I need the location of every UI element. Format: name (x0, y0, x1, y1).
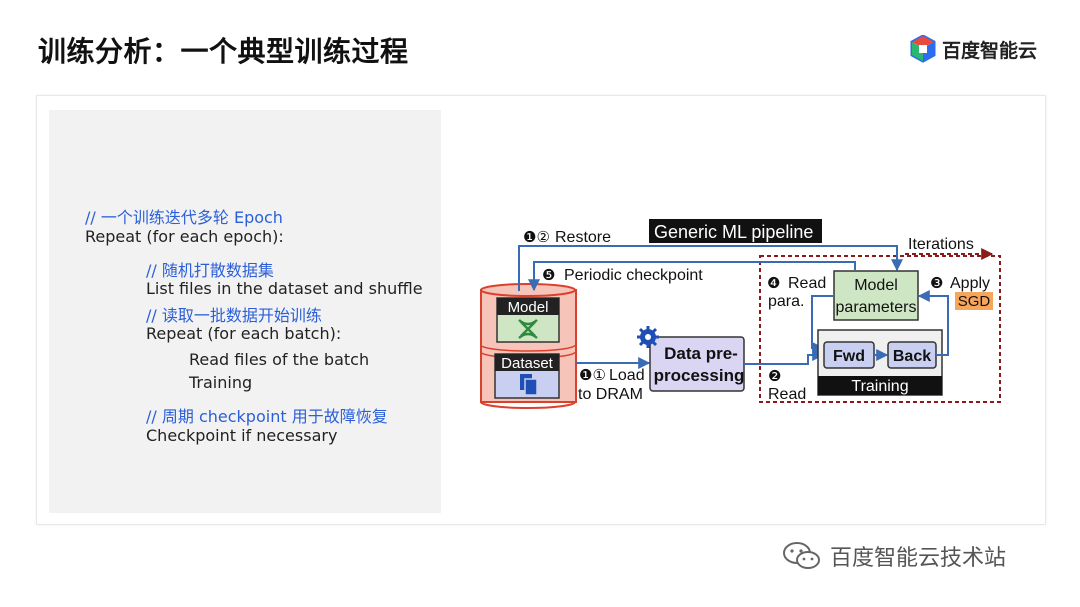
load-step-number: ❶① (579, 367, 606, 384)
code-comment-shuffle: // 随机打散数据集 (146, 261, 274, 280)
periodic-label: Periodic checkpoint (564, 267, 703, 284)
preprocessing-label-2: processing (654, 366, 745, 385)
watermark-text: 百度智能云技术站 (830, 546, 1007, 571)
code-training: Training (189, 373, 253, 392)
restore-arrow (518, 245, 903, 291)
periodic-checkpoint-arrow (528, 261, 856, 292)
read-step-number: ❷ (768, 368, 781, 385)
code-repeat-batch: Repeat (for each batch): (146, 324, 342, 343)
model-label: Model (508, 299, 549, 316)
ml-pipeline-diagram: Iterations Generic ML pipeline Model Dat… (480, 219, 1001, 409)
apply-sgd-arrow (917, 290, 949, 356)
preprocessing-label-1: Data pre- (664, 344, 738, 363)
sgd-label: SGD (958, 293, 991, 310)
storage-bottom (480, 401, 576, 409)
read-para-label-1: Read (788, 275, 826, 292)
iterations-label: Iterations (908, 236, 974, 253)
read-para-step-number: ❹ (767, 275, 780, 292)
periodic-step-number: ❺ (542, 267, 555, 284)
pipeline-header: Generic ML pipeline (654, 222, 813, 242)
code-read-files: Read files of the batch (189, 350, 370, 369)
load-label: Load (609, 367, 645, 384)
model-parameters-box (833, 270, 919, 321)
dataset-label: Dataset (501, 355, 554, 372)
load-target-label: to DRAM (578, 386, 643, 403)
back-label: Back (893, 348, 931, 365)
apply-step-number: ❸ (930, 275, 943, 292)
sgd-badge (955, 292, 993, 310)
apply-label: Apply (950, 275, 990, 292)
code-checkpoint: Checkpoint if necessary (146, 426, 338, 445)
code-list-files: List files in the dataset and shuffle (146, 279, 423, 298)
code-repeat-epoch: Repeat (for each epoch): (85, 227, 284, 246)
code-comment-batch: // 读取一批数据开始训练 (146, 306, 322, 325)
iterations-dashed-box (759, 255, 1001, 403)
brand-name: 百度智能云 (942, 39, 1038, 62)
watermark: 百度智能云技术站 (782, 540, 1006, 572)
read-arrow (744, 349, 825, 365)
cube-logo-icon (910, 35, 936, 63)
fwd-label: Fwd (833, 348, 865, 365)
files-icon (520, 374, 538, 396)
restore-step-number: ❶② (523, 229, 550, 246)
dna-icon (518, 319, 538, 339)
read-para-label-2: para. (768, 293, 804, 310)
pipeline-header-bg (649, 219, 822, 243)
gear-icon (637, 326, 659, 348)
restore-label: Restore (555, 229, 611, 246)
brand-logo: 百度智能云 (910, 35, 1037, 63)
storage-top (480, 283, 576, 297)
code-comment-checkpoint: // 周期 checkpoint 用于故障恢复 (146, 407, 388, 426)
read-label: Read (768, 386, 806, 403)
wechat-icon (783, 542, 820, 569)
training-label: Training (851, 378, 908, 395)
model-parameters-label-1: Model (854, 277, 898, 294)
page-title: 训练分析：一个典型训练过程 (38, 35, 409, 68)
code-comment-epoch: // 一个训练迭代多轮 Epoch (85, 208, 283, 227)
pseudocode-panel (49, 110, 441, 513)
model-parameters-label-2: parameters (836, 299, 917, 316)
